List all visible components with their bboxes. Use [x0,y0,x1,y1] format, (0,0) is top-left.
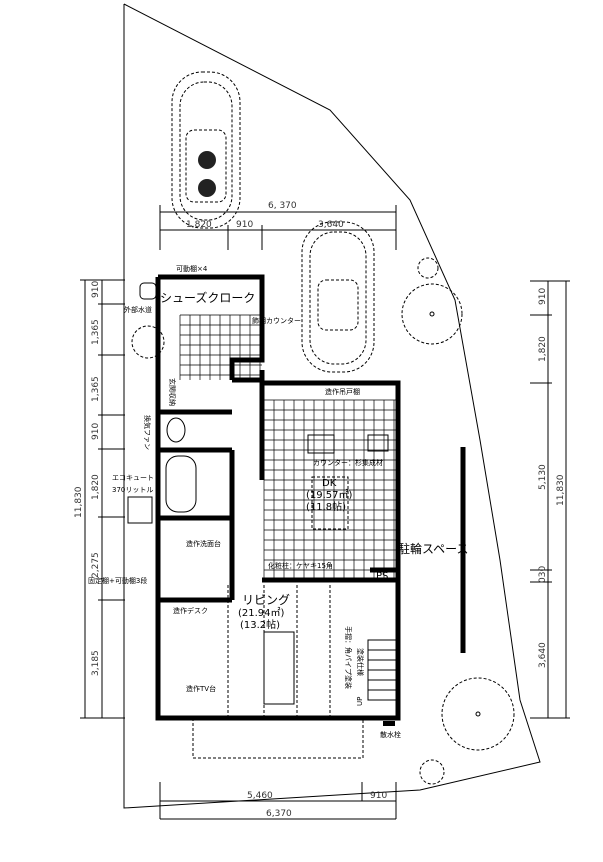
note-ecocute: エコキュート [112,474,154,482]
note-shelves: 固定棚+可動棚3段 [88,576,147,585]
dimension-left [80,279,125,719]
dimension-bottom [159,782,397,820]
room-living: リビング [242,593,290,607]
sprinkler-box [383,721,395,726]
note-vanity: 造作洗面台 [186,539,221,548]
dim-bottom-seg: 910 [370,791,387,801]
room-dk: DK [322,478,337,489]
dim-left-seg: 3,185 [91,650,101,676]
note-sprinkler: 散水栓 [380,730,401,739]
note-decor-pillar: 化粧柱：ケヤキ15角 [268,561,333,570]
note-outdoor-faucet: 外部水道 [124,305,152,314]
stove [367,434,389,452]
ecocute-unit [127,496,153,524]
note-ecocute-capacity: 370リットル [112,486,153,494]
note-vent-fan: 換気ファン [143,415,152,450]
dimension-right [530,280,570,719]
car-top [171,71,241,229]
dim-top-seg: 3,640 [318,220,344,230]
dimension-top [159,205,397,250]
room-shoe-closet: シューズクローク [160,290,255,305]
note-paint-spec: 塗装仕様 [356,648,365,676]
toilet [166,417,186,443]
note-desk: 造作デスク [173,606,208,615]
tile-floor-dk [263,399,398,581]
walls [155,274,401,721]
note-handrail: 手摺：角パイプ塗装 [344,626,353,689]
dim-top-seg: 910 [236,220,253,230]
bathtub [165,455,197,513]
dk-area: (19.57㎡) [306,489,353,501]
sofa [263,631,295,705]
outdoor-faucet [139,282,157,300]
dim-left-labels: 910 1,365 1,365 910 1,820 2,275 3,185 11… [74,281,101,676]
car-right [301,221,375,373]
kitchen-sink [307,434,335,454]
dim-left-seg: 2,275 [91,552,101,578]
dim-left-seg: 1,365 [91,376,101,402]
room-ps: PS [376,571,388,582]
tree [131,325,165,359]
dim-left-seg: 910 [91,281,101,298]
tree [419,759,445,785]
living-tatami: (13.2帖) [240,618,280,631]
note-display-counter: 飾棚カウンター [252,316,301,325]
site-boundary [123,3,541,809]
dk-tatami: (11.8帖) [306,500,346,513]
dining-table [311,476,349,530]
dim-right-seg: 910 [538,288,548,305]
tile-floor-entrance [179,314,262,380]
living-area: (21.94㎡) [238,607,285,619]
dim-right-total: 11,830 [556,474,566,506]
dim-left-seg: 1,820 [91,474,101,500]
dim-right-seg: 5,130 [538,464,548,490]
dim-top-seg: 1,820 [186,220,212,230]
note-tv-stand: 造作TV台 [186,684,216,693]
dim-top-total: 6, 370 [268,201,297,211]
dim-bottom-total: 6,370 [266,809,292,819]
dim-right-seg: 030 [538,566,548,583]
dim-right-seg: 3,640 [538,642,548,668]
note-up: UP [356,697,364,706]
tree [401,257,463,345]
note-counter-material: カウンター：杉集成材 [313,458,383,467]
stairs [367,639,399,701]
tree [441,677,515,751]
dim-bottom-seg: 5,460 [247,791,273,801]
room-bike-space: 駐輪スペース [398,541,469,556]
dim-left-seg: 910 [91,423,101,440]
note-wall-cabinet: 造作吊戸棚 [325,387,360,396]
dim-left-total: 11,830 [74,486,84,518]
note-entrance-storage: 玄関収納 [168,378,177,406]
dim-right-seg: 1,820 [538,336,548,362]
living-wall-lines [227,585,331,718]
deck [192,719,364,759]
note-movable-shelves: 可動棚×4 [176,264,208,273]
dim-left-seg: 1,365 [91,319,101,345]
